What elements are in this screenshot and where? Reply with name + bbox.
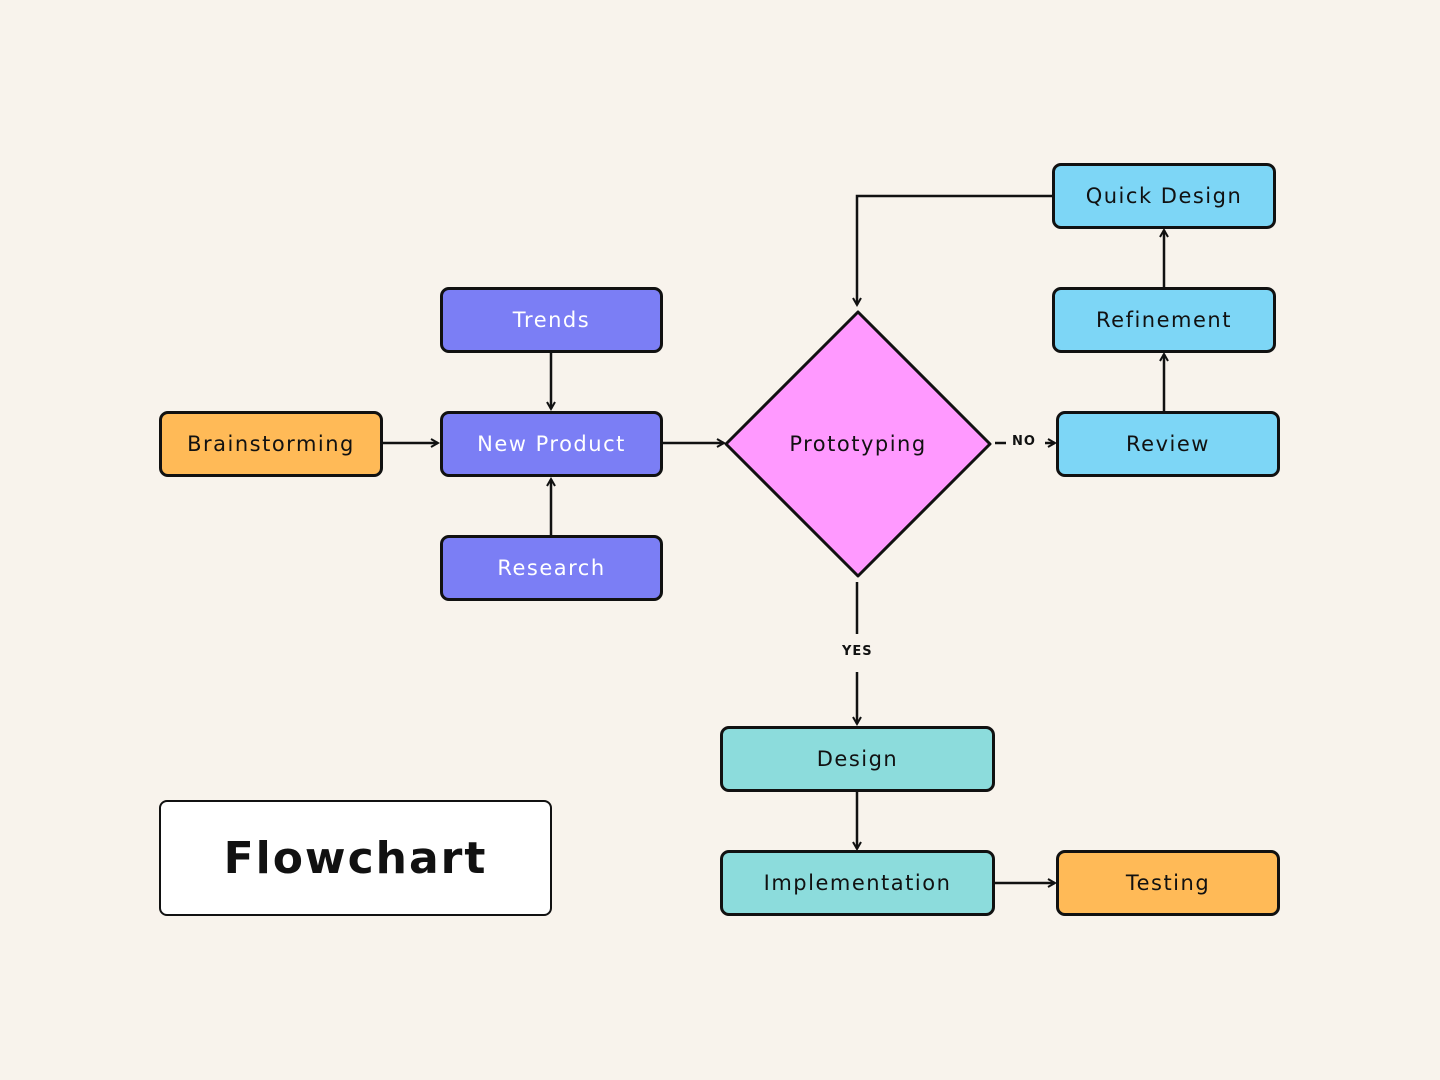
prototyping-label: Prototyping	[789, 432, 927, 456]
review-node: Review	[1056, 411, 1280, 477]
trends-label: Trends	[512, 308, 591, 332]
new-product-label: New Product	[477, 432, 626, 456]
review-label: Review	[1126, 432, 1210, 456]
research-node: Research	[440, 535, 663, 601]
new-product-node: New Product	[440, 411, 663, 477]
testing-node: Testing	[1056, 850, 1280, 916]
design-label: Design	[816, 747, 899, 771]
refinement-label: Refinement	[1096, 308, 1232, 332]
quick-design-node: Quick Design	[1052, 163, 1276, 229]
yes-edge-label: YES	[842, 644, 873, 659]
quick-design-label: Quick Design	[1085, 184, 1243, 208]
testing-label: Testing	[1125, 871, 1211, 895]
brainstorming-node: Brainstorming	[159, 411, 383, 477]
implementation-label: Implementation	[763, 871, 952, 895]
brainstorming-label: Brainstorming	[187, 432, 355, 456]
refinement-node: Refinement	[1052, 287, 1276, 353]
prototyping-diamond	[724, 310, 992, 578]
research-label: Research	[497, 556, 606, 580]
arrow-quick-design-to-prototyping	[857, 194, 1053, 305]
implementation-node: Implementation	[720, 850, 995, 916]
no-edge-label: NO	[1012, 434, 1036, 449]
title-box: Flowchart	[159, 800, 552, 916]
design-node: Design	[720, 726, 995, 792]
prototyping-diamond-text: Prototyping	[726, 312, 990, 576]
trends-node: Trends	[440, 287, 663, 353]
page-title: Flowchart	[223, 832, 488, 884]
